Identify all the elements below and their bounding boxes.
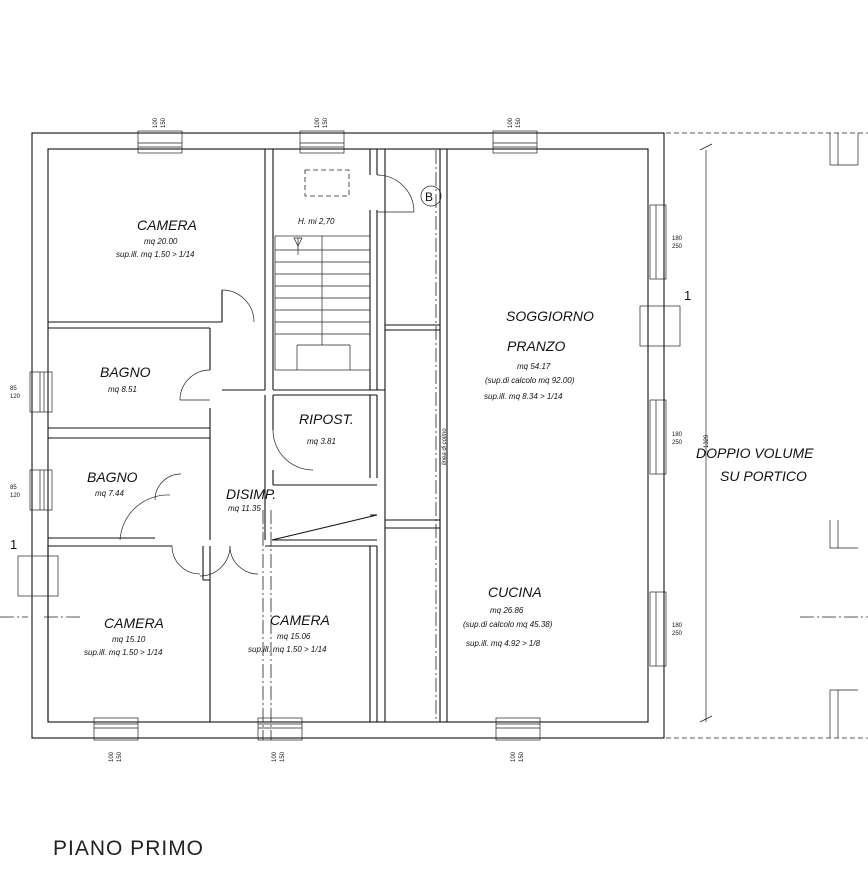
stair-marker-label: B xyxy=(425,190,433,204)
portico xyxy=(666,132,868,739)
window-dim-b: 150 xyxy=(161,117,167,128)
axis-lines xyxy=(0,150,868,740)
window-dim-b: 150 xyxy=(516,117,522,128)
window-dim-a: 180 xyxy=(672,623,683,629)
room-name: CAMERA xyxy=(270,612,330,628)
window-dim-a: 85 xyxy=(10,386,17,392)
window-dim-b: 120 xyxy=(10,394,21,400)
room-area: mq 7.44 xyxy=(95,489,124,498)
window-dim-b: 120 xyxy=(10,493,21,499)
room-name: RIPOST. xyxy=(299,411,354,427)
room-bagno-1: BAGNO mq 8.51 xyxy=(100,364,151,394)
room-name-2: PRANZO xyxy=(507,338,565,354)
overall-dimension: 1329 xyxy=(704,434,710,448)
room-name: CUCINA xyxy=(488,584,542,600)
room-illumination: sup.ill. mq 4.92 > 1/8 xyxy=(466,639,541,648)
room-camera-bottom-middle: CAMERA mq 15.06 sup.ill. mq 1.50 > 1/14 xyxy=(248,612,330,654)
room-area: mq 15.10 xyxy=(112,635,146,644)
window-dim-a: 100 xyxy=(508,117,514,128)
room-disimpegno: DISIMP. mq 11.35 xyxy=(226,486,276,513)
window-dim-a: 100 xyxy=(511,751,517,762)
room-illumination: sup.ill. mq 1.50 > 1/14 xyxy=(84,648,163,657)
portico-line-2: SU PORTICO xyxy=(720,468,807,484)
window-dim-b: 150 xyxy=(280,751,286,762)
room-camera-bottom-left: CAMERA mq 15.10 sup.ill. mq 1.50 > 1/14 xyxy=(84,615,164,657)
window-dim-b: 250 xyxy=(672,631,683,637)
portico-label: DOPPIO VOLUME SU PORTICO xyxy=(696,445,814,484)
stair-height: H. mi 2,70 xyxy=(298,217,335,226)
room-area: mq 54.17 xyxy=(517,362,551,371)
room-bagno-2: BAGNO mq 7.44 xyxy=(87,469,138,498)
window-dim-b: 150 xyxy=(323,117,329,128)
room-name: BAGNO xyxy=(87,469,138,485)
portico-line-1: DOPPIO VOLUME xyxy=(696,445,814,461)
room-area: mq 11.35 xyxy=(228,504,261,513)
stair-marker-circle xyxy=(420,185,442,207)
section-mark-right: 1 xyxy=(684,288,691,303)
room-illumination: sup.ill. mq 1.50 > 1/14 xyxy=(116,250,195,259)
window-dim-b: 250 xyxy=(672,244,683,250)
window-dim-b: 150 xyxy=(117,751,123,762)
window-dim-a: 180 xyxy=(672,236,683,242)
window-dim-a: 85 xyxy=(10,485,17,491)
section-mark-left: 1 xyxy=(10,537,17,552)
room-illumination: sup.ill. mq 8.34 > 1/14 xyxy=(484,392,563,401)
window-dim-a: 100 xyxy=(315,117,321,128)
interior-walls xyxy=(47,149,448,722)
room-ripostiglio: RIPOST. mq 3.81 xyxy=(299,411,354,446)
windows xyxy=(17,130,681,741)
room-area: mq 26.86 xyxy=(490,606,524,615)
room-area: mq 15.06 xyxy=(277,632,311,641)
plan-title: PIANO PRIMO xyxy=(53,837,204,860)
window-dimension-labels: 100 150 100 150 100 150 100 150 100 150 … xyxy=(10,117,710,762)
room-name: BAGNO xyxy=(100,364,151,380)
ridge-line-label: linea di colmo xyxy=(442,428,448,465)
room-name-1: SOGGIORNO xyxy=(506,308,594,324)
stair xyxy=(274,169,371,371)
room-cucina: CUCINA mq 26.86 (sup.di calcolo mq 45.38… xyxy=(463,584,553,648)
room-name: DISIMP. xyxy=(226,486,276,502)
room-soggiorno-pranzo: SOGGIORNO PRANZO mq 54.17 (sup.di calcol… xyxy=(484,308,594,401)
room-area: mq 8.51 xyxy=(108,385,137,394)
room-illumination: sup.ill. mq 1.50 > 1/14 xyxy=(248,645,327,654)
room-name: CAMERA xyxy=(137,217,197,233)
window-dim-a: 180 xyxy=(672,432,683,438)
window-dim-b: 250 xyxy=(672,440,683,446)
room-area: mq 20.00 xyxy=(144,237,178,246)
room-name: CAMERA xyxy=(104,615,164,631)
room-camera-top: CAMERA mq 20.00 sup.ill. mq 1.50 > 1/14 xyxy=(116,217,197,259)
room-area: mq 3.81 xyxy=(307,437,336,446)
window-dim-b: 150 xyxy=(519,751,525,762)
outer-walls xyxy=(31,132,665,739)
window-dim-a: 100 xyxy=(272,751,278,762)
door-swings xyxy=(119,174,415,577)
room-calc-area: (sup.di calcolo mq 92.00) xyxy=(485,376,575,385)
window-dim-a: 100 xyxy=(153,117,159,128)
window-dim-a: 100 xyxy=(109,751,115,762)
room-calc-area: (sup.di calcolo mq 45.38) xyxy=(463,620,553,629)
